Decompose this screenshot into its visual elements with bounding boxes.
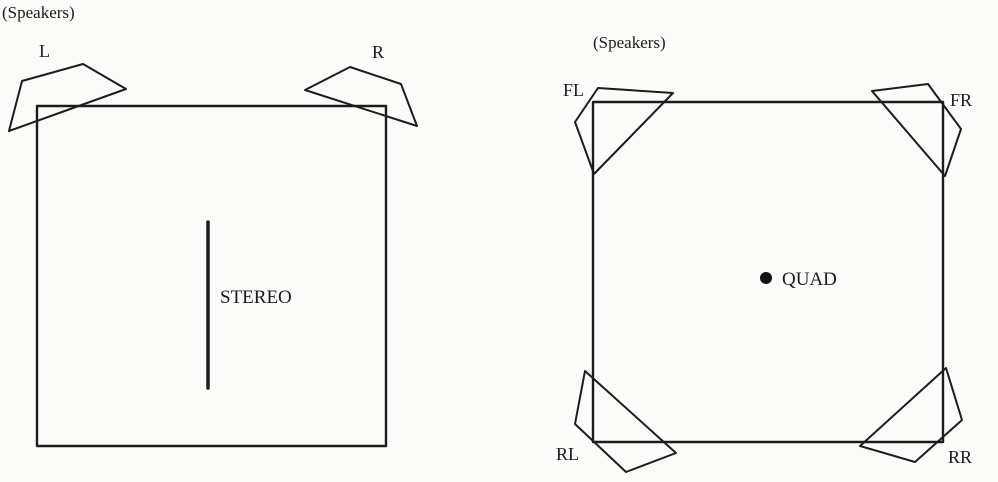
stereo-speaker-right-icon [304, 66, 418, 127]
stereo-label: STEREO [220, 287, 292, 308]
quad-center-dot-icon [760, 272, 772, 284]
quad-speaker-rear-right-icon [859, 367, 963, 463]
quad-speaker-rear-right-label: RR [948, 447, 972, 467]
quad-speaker-front-right-icon [871, 83, 962, 177]
quad-speaker-front-left-icon [574, 87, 674, 175]
quad-speaker-front-left-label: FL [563, 80, 584, 100]
quad-room [591, 100, 945, 444]
quad-speaker-rear-left-label: RL [556, 444, 579, 464]
stereo-speaker-right-label: R [372, 42, 384, 62]
stereo-panel: (Speakers) L R STEREO [2, 3, 418, 448]
stereo-speakers-heading: (Speakers) [2, 3, 75, 22]
quad-panel: (Speakers) FL FR RL RR QUAD [556, 33, 972, 473]
stereo-room [35, 104, 388, 448]
stereo-speaker-left-label: L [39, 41, 50, 61]
quad-label: QUAD [782, 269, 837, 290]
stereo-speaker-left-icon [8, 63, 127, 132]
quad-speaker-front-right-label: FR [950, 90, 972, 110]
quad-speakers-heading: (Speakers) [593, 33, 666, 52]
quad-speaker-rear-left-icon [574, 370, 677, 473]
